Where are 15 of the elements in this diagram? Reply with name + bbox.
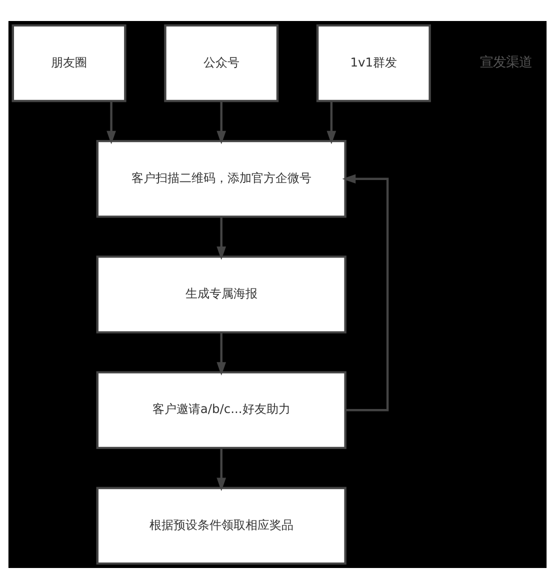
node-box: 朋友圈 [12, 24, 126, 102]
arrow [326, 100, 336, 144]
arrow [216, 447, 226, 491]
arrow [216, 216, 226, 260]
node-box: 客户邀请a/b/c...好友助力 [96, 370, 346, 449]
arrow [342, 174, 389, 411]
arrow [216, 332, 226, 376]
node-box: 1v1群发 [316, 24, 431, 102]
node-box: 公众号 [164, 24, 279, 102]
label: 宣发渠道 [480, 55, 532, 70]
arrow [106, 100, 116, 144]
node-box: 客户扫描二维码，添加官方企微号 [96, 139, 346, 218]
node-box: 根据预设条件领取相应奖品 [96, 486, 346, 564]
node-box: 生成专属海报 [96, 255, 346, 333]
arrow [216, 100, 226, 144]
